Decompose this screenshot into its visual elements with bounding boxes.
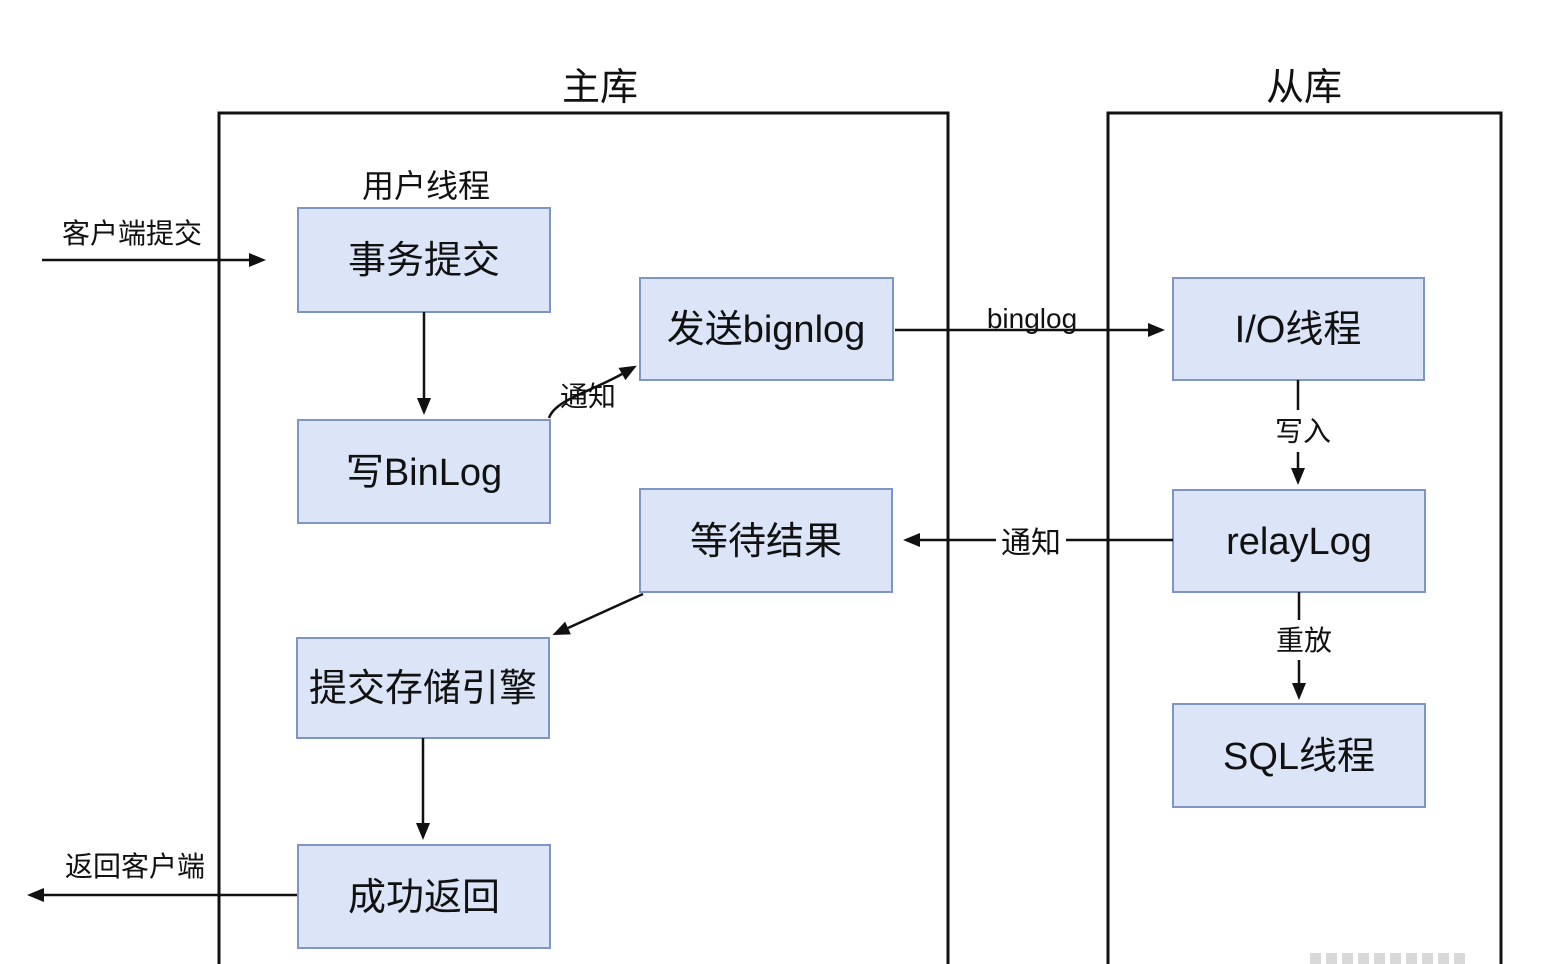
node-transaction-commit-label: 事务提交 [348,240,500,282]
watermark [1310,953,1465,964]
node-success-return [297,844,551,949]
slave-container [1106,111,1503,964]
node-wait-result-label: 等待结果 [690,521,842,563]
node-write-binlog [297,419,551,524]
edge-write-in-label: 写入 [1275,416,1331,447]
edge-binglog-label: binglog [987,303,1077,334]
edge-client-submit-label: 客户端提交 [62,218,202,249]
master-container [217,111,950,964]
node-send-binlog [639,277,894,381]
node-send-binlog-label: 发送bignlog [667,309,866,351]
node-transaction-commit [297,207,551,313]
node-io-thread-label: I/O线程 [1235,309,1362,351]
edge-replay-label: 重放 [1276,625,1332,656]
node-success-return-label: 成功返回 [348,877,500,919]
edge-notify-send-label: 通知 [560,381,616,412]
user-thread-label: 用户线程 [362,168,490,204]
node-io-thread [1172,277,1425,381]
node-write-binlog-label: 写BinLog [346,452,502,494]
node-sql-thread-label: SQL线程 [1223,736,1375,778]
edge-notify-send [547,365,637,419]
node-commit-storage-engine-label: 提交存储引擎 [309,668,537,710]
edge-notify-back-label: 通知 [1001,527,1061,560]
node-sql-thread [1172,703,1426,808]
node-relay-log-label: relayLog [1226,521,1372,563]
slave-title: 从库 [1266,67,1342,109]
node-wait-result [639,488,893,593]
node-commit-storage-engine [296,637,550,739]
master-title: 主库 [562,67,638,109]
edge-return-client-label: 返回客户端 [65,851,205,882]
edge-wait-to-commit [552,592,644,636]
